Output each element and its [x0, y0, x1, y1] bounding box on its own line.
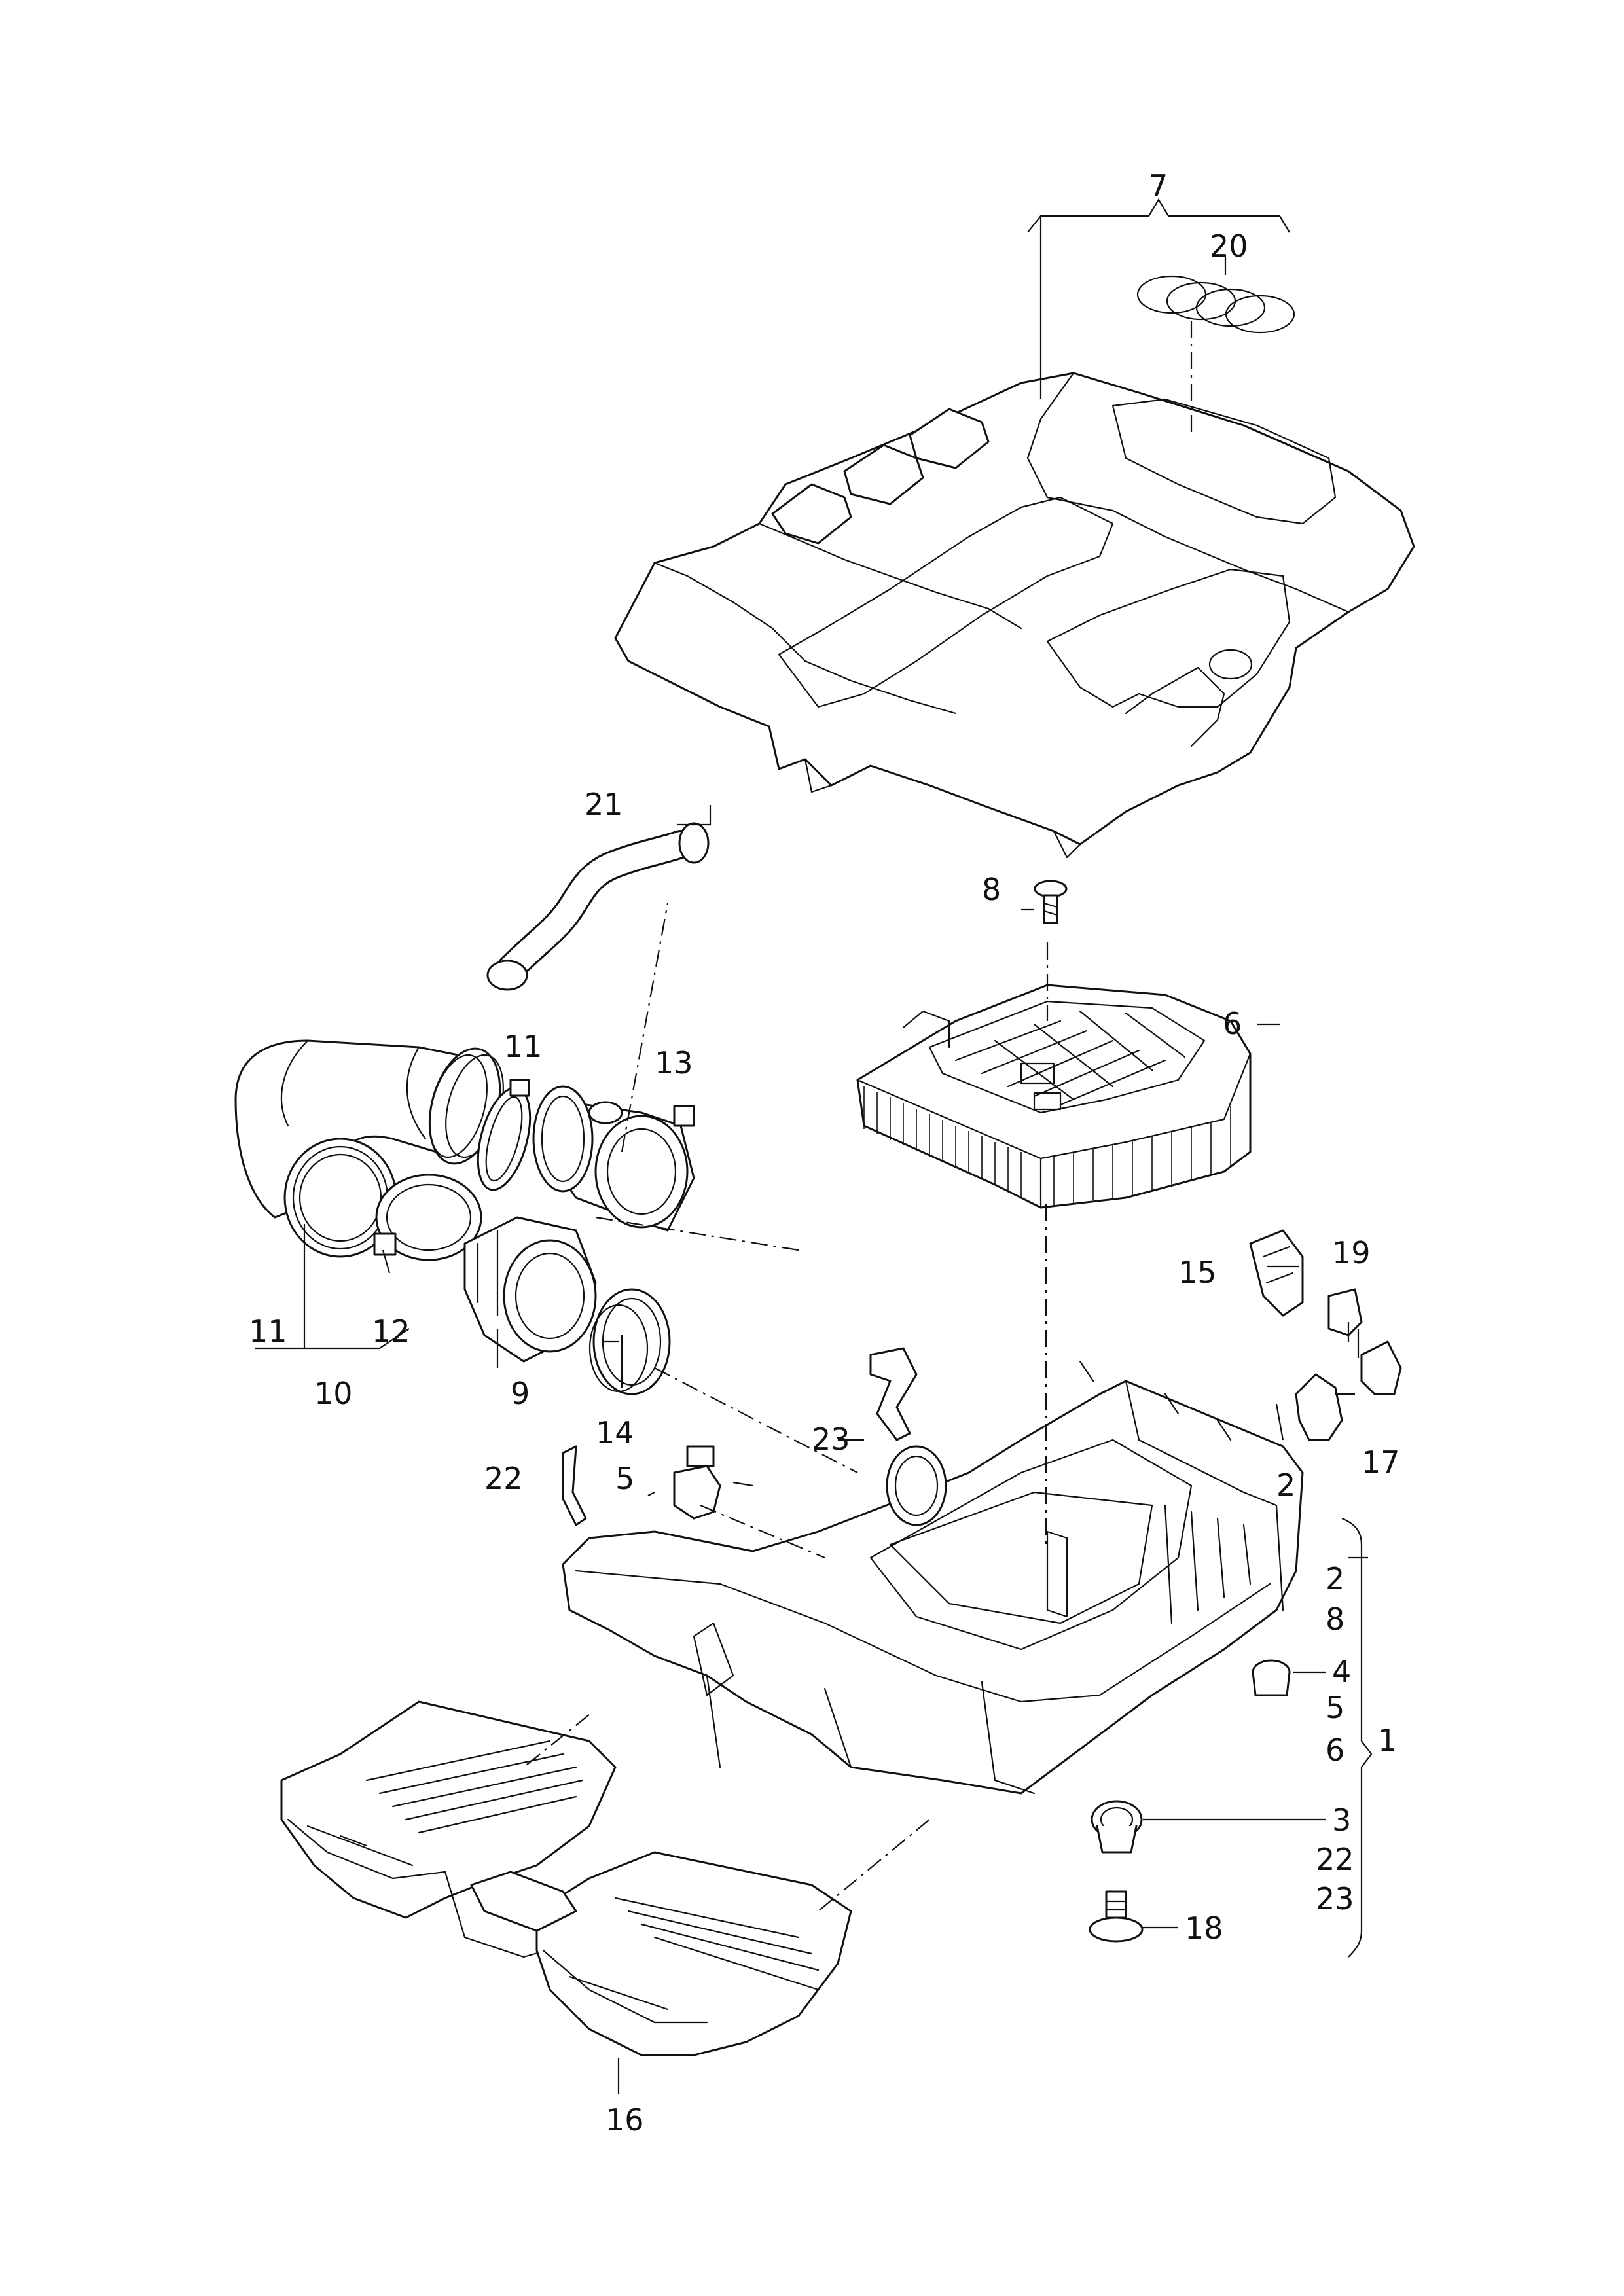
callout-labels: 7 20 8 6 21 11 13 11 12 10 9 14 15 19 17…	[249, 168, 1400, 2138]
callout-9: 9	[511, 1376, 530, 1411]
callout-18: 18	[1185, 1910, 1223, 1946]
retainer-22	[562, 1445, 587, 1526]
hose-clamp-lower	[373, 1174, 482, 1261]
callout-1: 1	[1378, 1723, 1397, 1758]
list-callout-22: 22	[1316, 1842, 1354, 1877]
callout-3: 3	[1332, 1803, 1351, 1838]
leader-lines	[255, 198, 1373, 2094]
fastener-pin	[1089, 1890, 1144, 1943]
list-callout-23: 23	[1316, 1881, 1354, 1916]
breather-hose	[486, 822, 710, 991]
intake-hose	[234, 1039, 504, 1258]
engine-cover	[614, 372, 1415, 859]
duct-bridge	[470, 1871, 577, 1932]
air-mass-meter	[463, 1216, 597, 1363]
callout-2-clip: 2	[1276, 1467, 1295, 1503]
callout-20: 20	[1210, 228, 1248, 264]
callout-12: 12	[372, 1314, 410, 1349]
list-callout-5: 5	[1326, 1690, 1344, 1725]
retaining-clip-2	[1295, 1373, 1343, 1441]
assembly-lines	[523, 321, 1193, 1912]
hose-clamp-upper	[477, 1079, 532, 1191]
callout-11-lower: 11	[249, 1314, 287, 1349]
callout-8: 8	[982, 872, 1001, 907]
callout-21: 21	[585, 787, 623, 822]
callout-19: 19	[1332, 1235, 1371, 1270]
list-callout-8: 8	[1326, 1602, 1344, 1637]
callout-7: 7	[1149, 168, 1168, 204]
callout-4: 4	[1332, 1654, 1351, 1689]
grommet-3	[1091, 1800, 1143, 1854]
valve-5	[673, 1445, 721, 1520]
callout-16: 16	[605, 2102, 644, 2138]
callout-5: 5	[615, 1461, 634, 1496]
screw	[1034, 880, 1068, 924]
callout-13: 13	[655, 1045, 693, 1081]
callout-22: 22	[484, 1461, 523, 1496]
sleeve	[588, 1288, 671, 1395]
intake-connector	[532, 1085, 695, 1232]
grommet-4	[1252, 1659, 1291, 1696]
list-callout-2: 2	[1326, 1561, 1344, 1596]
callout-17: 17	[1362, 1444, 1400, 1480]
retainer-23	[869, 1347, 918, 1441]
retaining-clip-17	[1360, 1340, 1402, 1395]
air-filter-housing	[562, 1360, 1304, 1795]
emblem-rings	[1136, 275, 1295, 334]
air-duct-right	[535, 1851, 852, 2056]
callout-11-upper: 11	[504, 1029, 543, 1064]
retaining-clip-19	[1327, 1288, 1363, 1336]
list-callout-6: 6	[1326, 1732, 1344, 1768]
callout-23: 23	[812, 1422, 850, 1457]
callout-10: 10	[314, 1376, 353, 1411]
callout-15: 15	[1178, 1255, 1217, 1290]
air-filter-element	[856, 984, 1252, 1209]
callout-6: 6	[1223, 1006, 1242, 1041]
callout-14: 14	[596, 1415, 634, 1450]
retaining-clip-15	[1249, 1229, 1304, 1317]
